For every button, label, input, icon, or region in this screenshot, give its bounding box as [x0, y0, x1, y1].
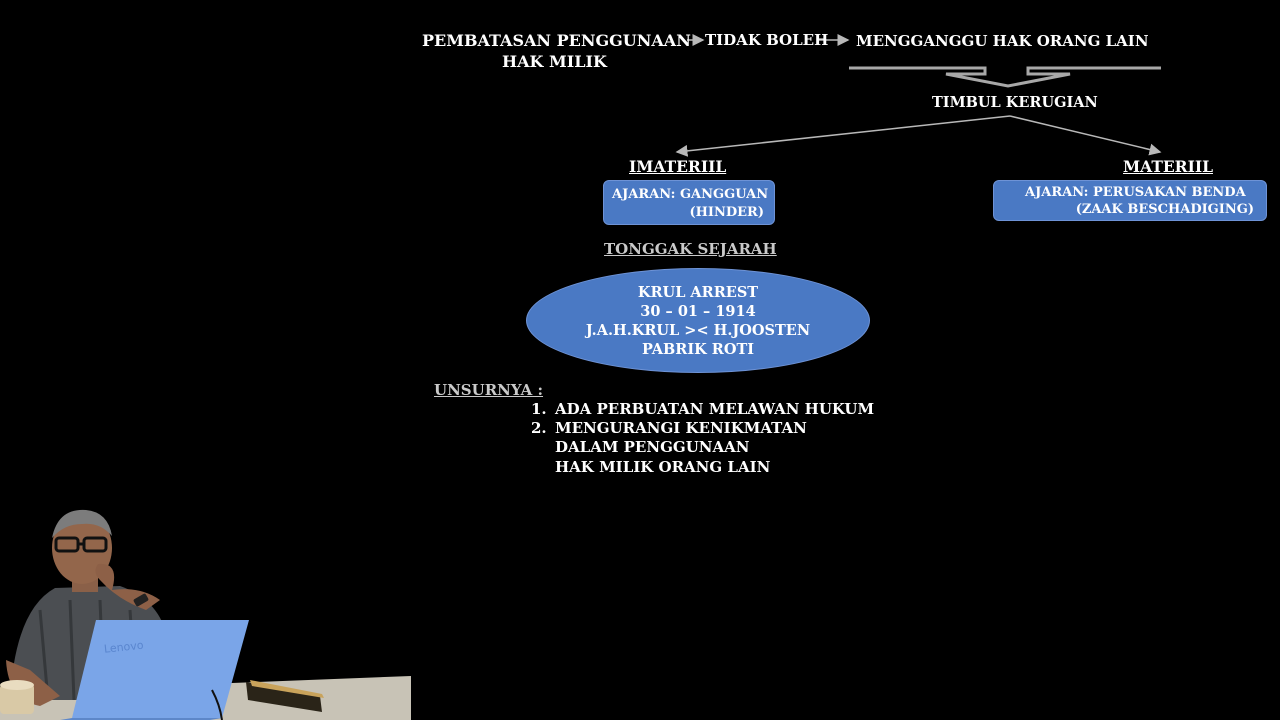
label-mengganggu: MENGGANGGU HAK ORANG LAIN [856, 32, 1149, 50]
presenter-video: Lenovo [0, 500, 411, 720]
ellipse-line-4: PABRIK ROTI [641, 340, 755, 358]
node-timbul-kerugian: TIMBUL KERUGIAN [932, 94, 1098, 111]
restriction-title-line2: HAK MILIK [502, 52, 607, 71]
ellipse-line-1: KRUL ARREST [637, 283, 759, 301]
arrow-to-imateriil [675, 115, 1011, 157]
box-gangguan-line2: (HINDER) [689, 205, 764, 220]
heading-materiil: MATERIIL [1123, 157, 1213, 176]
element-2-text-line2: DALAM PENGGUNAAN [555, 438, 750, 456]
presenter-illustration: Lenovo [0, 509, 411, 720]
arrow-to-materiil [1009, 115, 1162, 156]
brace-under-mengganggu [849, 66, 1161, 88]
heading-tonggak-sejarah: TONGGAK SEJARAH [604, 240, 777, 258]
heading-imateriil: IMATERIIL [629, 157, 727, 176]
label-tidak-boleh: TIDAK BOLEH [705, 31, 829, 49]
laptop-logo: Lenovo [103, 639, 144, 656]
element-1-number: 1. [531, 400, 547, 418]
restriction-title-line1: PEMBATASAN PENGGUNAAN [422, 31, 691, 50]
element-2-number: 2. [531, 419, 547, 437]
ellipse-krul-arrest: KRUL ARREST 30 – 01 – 1914 J.A.H.KRUL ><… [526, 268, 870, 373]
element-2-text-line3: HAK MILIK ORANG LAIN [555, 458, 771, 476]
ellipse-line-2: 30 – 01 – 1914 [640, 302, 756, 320]
heading-unsurnya: UNSURNYA : [434, 381, 544, 399]
box-perusakan-line2: (ZAAK BESCHADIGING) [1075, 202, 1254, 217]
element-2-text-line1: MENGURANGI KENIKMATAN [555, 419, 807, 437]
box-perusakan-line1: AJARAN: PERUSAKAN BENDA [1025, 185, 1246, 200]
ellipse-line-3: J.A.H.KRUL >< H.JOOSTEN [585, 321, 811, 339]
box-gangguan-line1: AJARAN: GANGGUAN [612, 187, 769, 202]
box-gangguan: AJARAN: GANGGUAN (HINDER) [603, 180, 775, 225]
element-1-text: ADA PERBUATAN MELAWAN HUKUM [555, 400, 875, 418]
box-perusakan-benda: AJARAN: PERUSAKAN BENDA (ZAAK BESCHADIGI… [993, 180, 1267, 221]
